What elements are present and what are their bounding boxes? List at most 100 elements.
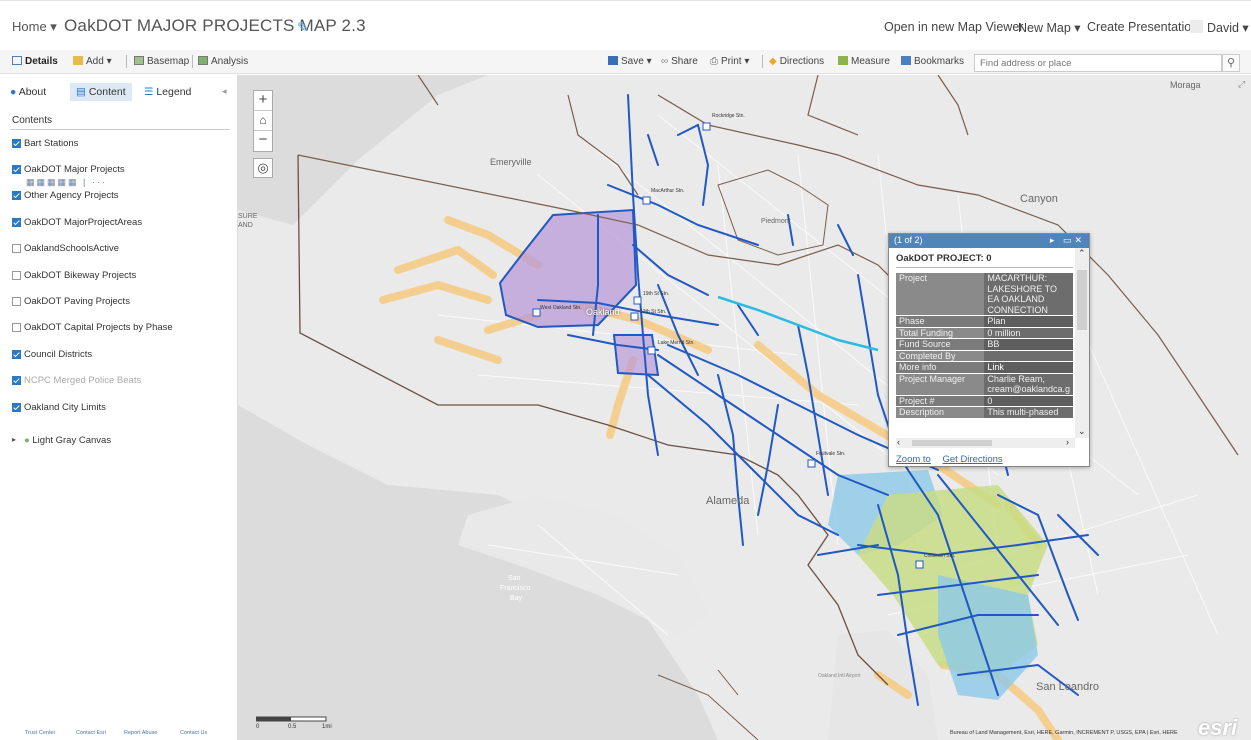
contact-us-link[interactable]: Contact Us xyxy=(180,730,208,736)
map-label-19th-st: 19th St Stn. xyxy=(643,291,670,297)
layer-checkbox-bart-stations[interactable] xyxy=(12,139,21,148)
new-map-menu[interactable]: New Map ▾ xyxy=(1018,21,1081,35)
popup-header: (1 of 2) ▸ ▭✕ xyxy=(889,234,1089,248)
more-info-link[interactable]: Link xyxy=(984,362,1073,373)
zoom-in-button[interactable]: + xyxy=(254,91,272,111)
map-label-san: San xyxy=(508,575,521,582)
map-label-bay: Bay xyxy=(510,595,523,602)
attr-key: More info xyxy=(896,362,985,373)
content-icon: ▤ xyxy=(76,86,86,98)
layer-other-agency-projects[interactable]: Other Agency Projects xyxy=(24,190,119,201)
next-feature-icon[interactable]: ▸ xyxy=(1049,235,1058,245)
collapse-panel-icon[interactable]: ◂ xyxy=(222,86,227,96)
map-attribution: Bureau of Land Management, Esri, HERE, G… xyxy=(950,730,1178,736)
directions-label: Directions xyxy=(779,56,825,67)
print-button[interactable]: ⎙Print ▾ xyxy=(710,56,749,67)
basemap-label: Light Gray Canvas xyxy=(32,435,112,446)
save-button[interactable]: Save ▾ xyxy=(608,56,652,67)
edit-pencil-icon[interactable]: ✎ xyxy=(297,19,309,35)
layer-oakdot-major-projects[interactable]: OakDOT Major Projects xyxy=(24,164,125,175)
layer-checkbox-capital-projects[interactable] xyxy=(12,323,21,332)
expand-triangle-icon[interactable]: ▸ xyxy=(12,435,17,444)
zoom-out-button[interactable]: − xyxy=(258,131,268,148)
layer-checkbox-major-project-areas[interactable] xyxy=(12,218,21,227)
layer-checkbox-bikeway-projects[interactable] xyxy=(12,271,21,280)
bart-station-markers xyxy=(532,122,924,569)
layer-city-limits[interactable]: Oakland City Limits xyxy=(24,402,106,413)
map-label-moraga: Moraga xyxy=(1170,80,1201,90)
layer-checkbox-other-agency-projects[interactable] xyxy=(12,191,21,200)
zoom-to-link[interactable]: Zoom to xyxy=(896,454,931,465)
scale-bar-graphic xyxy=(256,716,327,722)
report-abuse-link[interactable]: Report Abuse xyxy=(124,730,158,736)
project-area-downtown xyxy=(612,334,660,377)
home-menu[interactable]: Home ▾ xyxy=(12,19,57,34)
layer-checkbox-police-beats[interactable] xyxy=(12,376,21,385)
scrollbar-thumb[interactable] xyxy=(1077,270,1087,330)
basemap-layer[interactable]: ▸● Light Gray Canvas xyxy=(12,435,112,446)
add-button[interactable]: Add ▾ xyxy=(73,56,112,67)
scroll-down-icon[interactable]: ⌄ xyxy=(1078,426,1086,436)
scroll-right-icon[interactable]: › xyxy=(1066,437,1069,447)
popup-controls: ▸ ▭✕ xyxy=(1050,235,1085,246)
layer-capital-projects[interactable]: OakDOT Capital Projects by Phase xyxy=(24,322,173,333)
layer-bikeway-projects[interactable]: OakDOT Bikeway Projects xyxy=(24,270,137,281)
layer-checkbox-schools-active[interactable] xyxy=(12,244,21,253)
open-new-map-viewer-link[interactable]: Open in new Map Viewer xyxy=(884,20,1024,34)
tab-about-label: About xyxy=(18,86,47,98)
tab-content[interactable]: ▤ Content xyxy=(70,83,132,101)
scroll-left-icon[interactable]: ‹ xyxy=(897,437,900,447)
map-canvas[interactable]: Moraga Emeryville Canyon Piedmont Alamed… xyxy=(238,75,1251,740)
popup-horizontal-scrollbar[interactable]: ‹ › xyxy=(896,437,1075,448)
fullscreen-icon[interactable]: ⤢ xyxy=(1238,79,1246,89)
layer-tools-icons[interactable]: ▦▦▦▦▦ | ··· xyxy=(26,177,107,187)
scroll-up-icon[interactable]: ⌃ xyxy=(1078,248,1086,258)
analysis-label: Analysis xyxy=(211,56,249,67)
share-button[interactable]: ∞Share xyxy=(661,56,698,67)
search-input[interactable] xyxy=(974,54,1222,72)
basemap-button[interactable]: Basemap xyxy=(134,56,189,67)
layer-checkbox-oakdot-major-projects[interactable] xyxy=(12,165,21,174)
measure-button[interactable]: Measure xyxy=(838,56,890,67)
analysis-icon xyxy=(198,56,208,65)
attr-value: This multi-phased xyxy=(984,407,1073,418)
maximize-icon[interactable]: ▭ xyxy=(1062,235,1075,245)
layer-council-districts[interactable]: Council Districts xyxy=(24,349,93,360)
layer-checkbox-city-limits[interactable] xyxy=(12,403,21,412)
search-icon[interactable]: ⚲ xyxy=(1222,54,1240,72)
user-menu[interactable]: David ▾ xyxy=(1207,21,1249,35)
city-limits-south xyxy=(297,154,889,686)
locate-icon[interactable]: ◎ xyxy=(253,158,273,178)
map-label-emeryville: Emeryville xyxy=(490,157,532,167)
get-directions-link[interactable]: Get Directions xyxy=(942,454,1003,465)
piedmont-boundary xyxy=(717,169,829,256)
analysis-button[interactable]: Analysis xyxy=(198,56,248,67)
create-presentation-link[interactable]: Create Presentation xyxy=(1087,20,1199,34)
tab-about[interactable]: ● About xyxy=(10,86,46,98)
bookmarks-button[interactable]: Bookmarks xyxy=(901,56,964,67)
attr-value: MACARTHUR: LAKESHORE TO EA OAKLAND CONNE… xyxy=(984,273,1073,315)
layer-major-project-areas[interactable]: OakDOT MajorProjectAreas xyxy=(24,217,143,228)
home-extent-icon[interactable]: ⌂ xyxy=(254,111,272,131)
layer-bart-stations[interactable]: Bart Stations xyxy=(24,138,79,149)
tab-legend[interactable]: ☰ Legend xyxy=(144,86,191,98)
popup-vertical-scrollbar[interactable]: ⌃ ⌄ xyxy=(1075,248,1089,438)
contact-esri-link[interactable]: Contact Esri xyxy=(76,730,106,736)
map-label-west-oakland: West Oakland Stn. xyxy=(540,305,582,311)
trust-center-link[interactable]: Trust Center xyxy=(25,730,56,736)
layer-paving-projects[interactable]: OakDOT Paving Projects xyxy=(24,296,130,307)
scrollbar-thumb[interactable] xyxy=(912,440,992,446)
layer-checkbox-paving-projects[interactable] xyxy=(12,297,21,306)
bookmarks-icon xyxy=(901,56,911,65)
layer-schools-active[interactable]: OaklandSchoolsActive xyxy=(24,243,120,254)
directions-button[interactable]: ◆Directions xyxy=(769,56,824,67)
close-icon[interactable]: ✕ xyxy=(1074,235,1085,245)
details-button[interactable]: Details xyxy=(12,56,58,67)
map-label-canyon: Canyon xyxy=(1020,193,1058,205)
avatar[interactable] xyxy=(1190,20,1203,33)
layer-checkbox-council-districts[interactable] xyxy=(12,350,21,359)
layer-police-beats[interactable]: NCPC Merged Police Beats xyxy=(24,375,142,386)
